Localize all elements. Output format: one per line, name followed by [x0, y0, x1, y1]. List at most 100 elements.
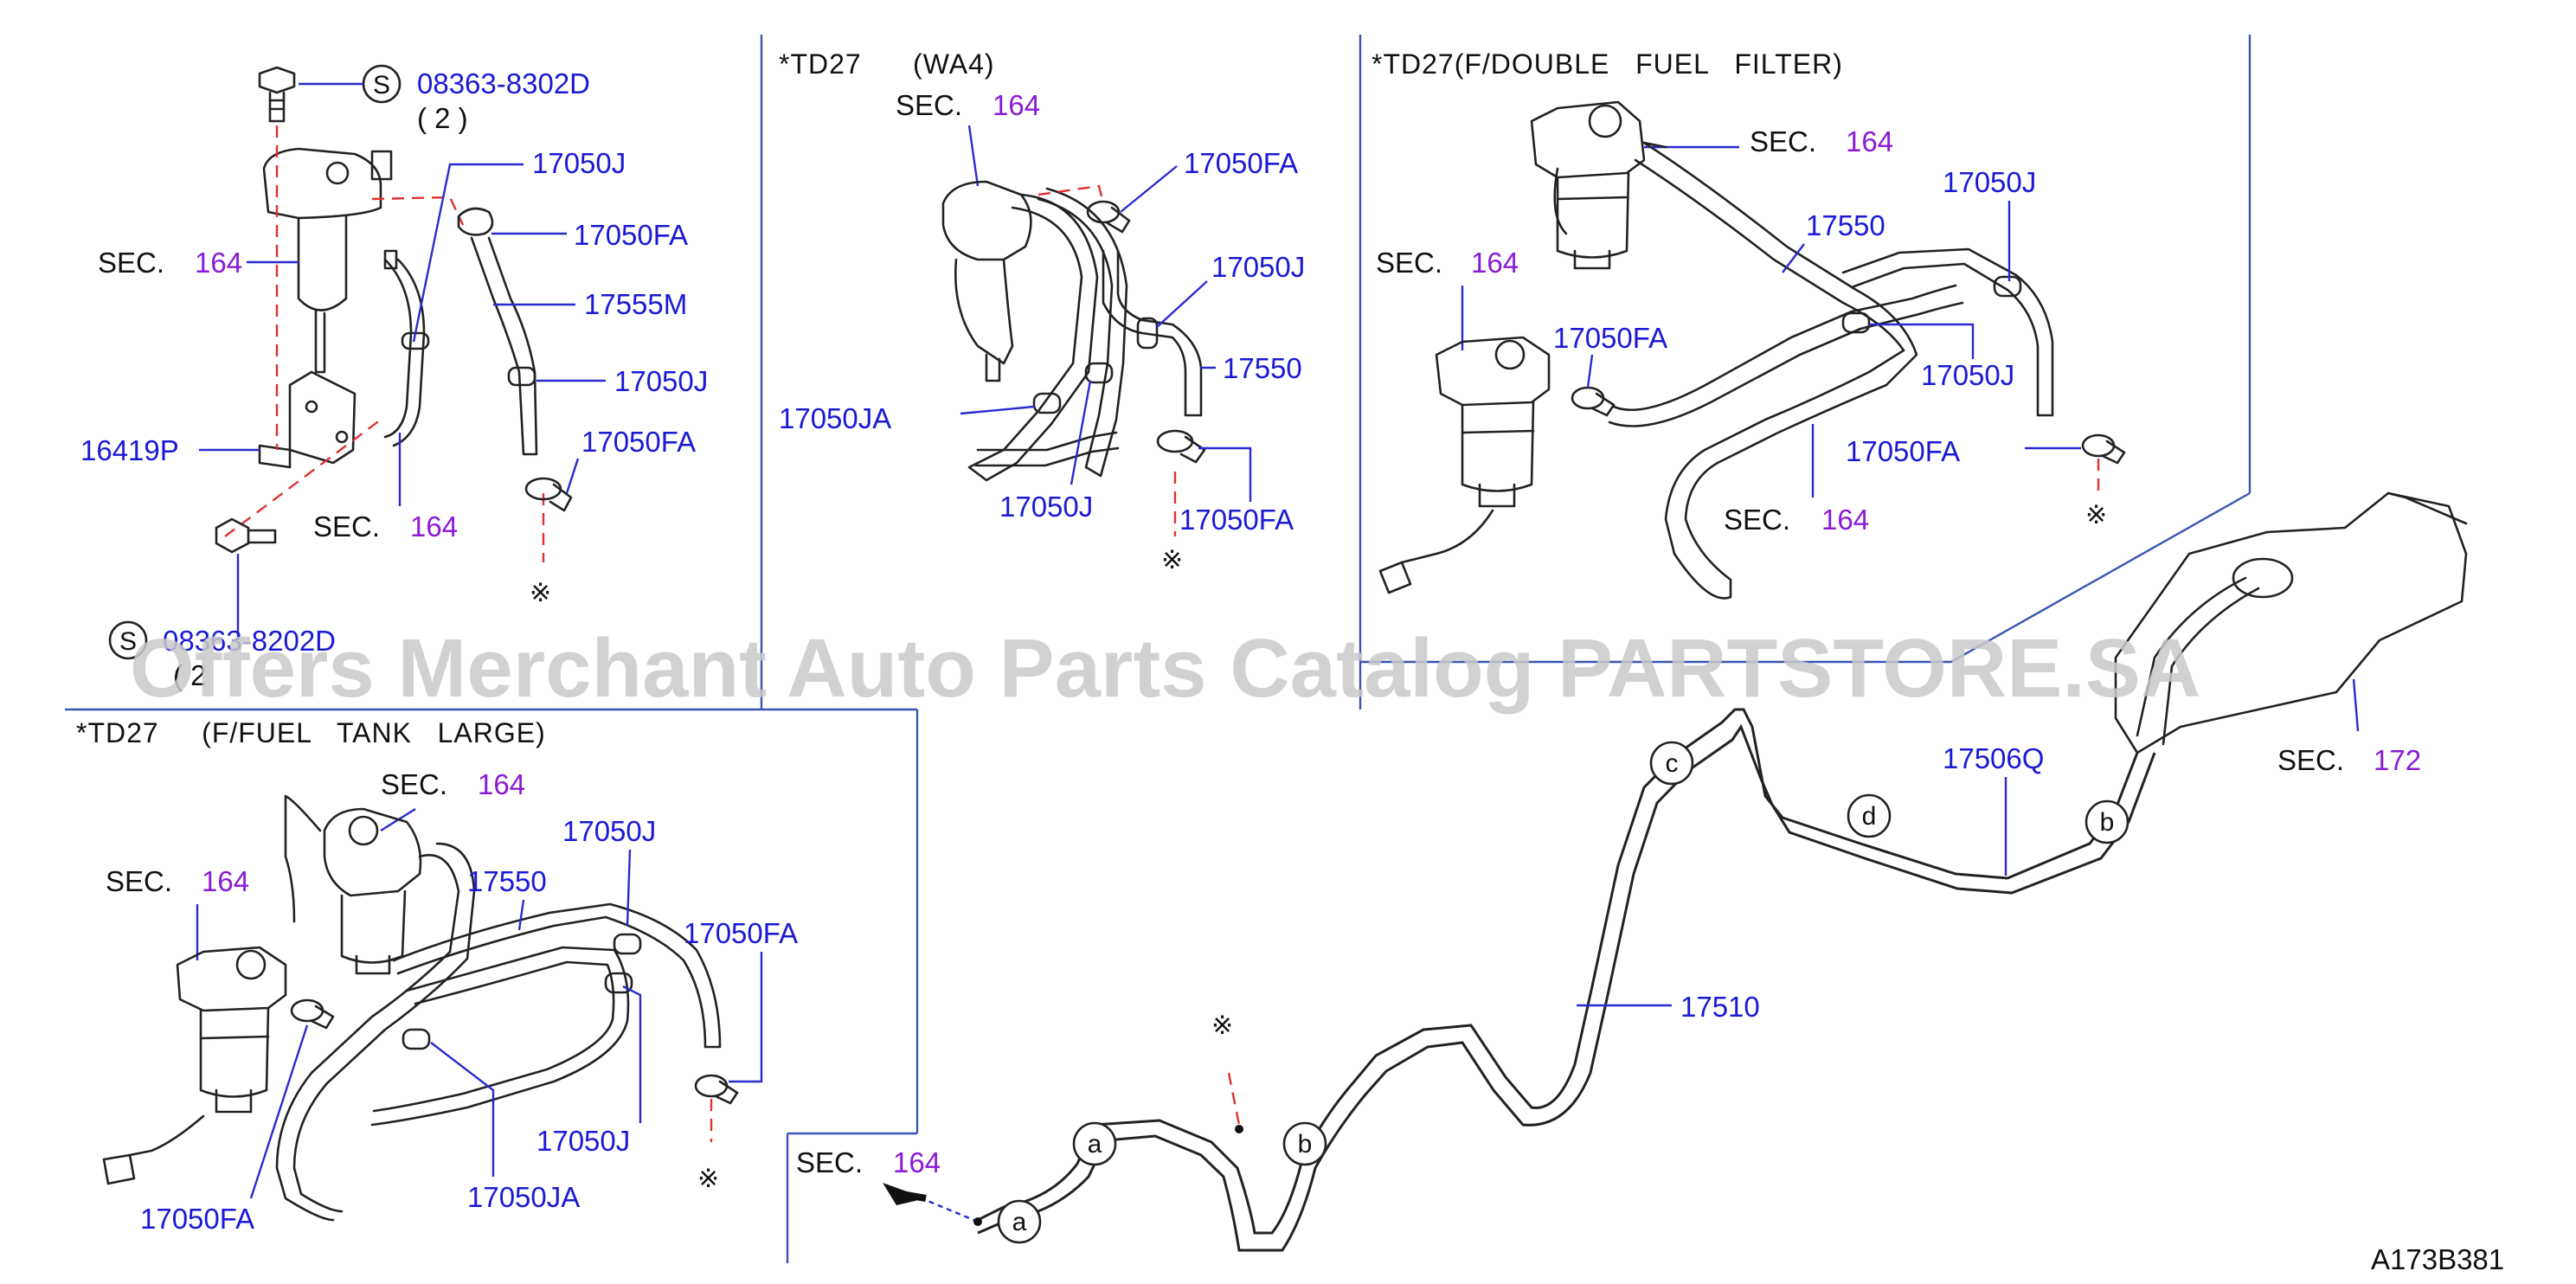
clip-icon — [694, 1074, 739, 1105]
part-number: 17050J — [536, 1125, 630, 1157]
part-number: 17510 — [1680, 991, 1760, 1023]
sec-number: 164 — [478, 768, 525, 800]
connection-dot — [973, 1217, 982, 1226]
connector-a-top: a — [1072, 1121, 1117, 1166]
sec-number: 164 — [1821, 504, 1869, 536]
leader — [626, 849, 632, 927]
leader — [430, 1042, 495, 1177]
part-number: 17050FA — [140, 1203, 254, 1235]
sec-number: 164 — [992, 89, 1040, 121]
svg-text:a: a — [1012, 1208, 1027, 1236]
bolt-bottom-icon — [215, 517, 277, 554]
sec-number: 164 — [202, 865, 249, 897]
leader — [565, 458, 580, 494]
leader — [1198, 446, 1252, 502]
part-number: 17050FA — [684, 917, 798, 949]
svg-text:b: b — [1298, 1130, 1313, 1159]
part-number: 17550 — [1223, 352, 1302, 384]
fuel-pipe-icon — [977, 708, 2156, 1252]
ref-mark: ※ — [1211, 1011, 1233, 1040]
connector-c: c — [1649, 741, 1694, 786]
leader — [1070, 380, 1092, 485]
part-number: 17050JA — [779, 402, 891, 434]
leader — [1586, 354, 1594, 388]
part-number: 17506Q — [1943, 742, 2044, 774]
part-number: 17550 — [1806, 209, 1885, 241]
part-number: 17050FA — [1846, 435, 1960, 467]
arrow-shaft — [890, 1189, 927, 1202]
bolt-bottom-number: 08363-8202D — [163, 625, 336, 657]
panel-header: *TD27 (F/FUEL TANK LARGE) — [76, 717, 546, 748]
dashed-link — [1037, 184, 1105, 204]
leader — [249, 1024, 309, 1199]
part-number: 17550 — [467, 865, 547, 897]
hose-icon — [967, 187, 1203, 482]
part-number: 17050J — [999, 491, 1093, 523]
bracket-icon — [258, 370, 357, 469]
sec-label: SEC. — [896, 89, 962, 121]
part-number: 17050J — [562, 815, 656, 847]
panel-frames — [65, 35, 2252, 1263]
part-number: 17050J — [532, 147, 626, 179]
dashed-link — [371, 196, 465, 226]
leader — [1869, 323, 1975, 359]
fuel-tank-icon — [2114, 491, 2468, 754]
connection-dot — [1235, 1125, 1243, 1133]
part-number: 17050FA — [581, 426, 696, 458]
leader — [1120, 165, 1178, 213]
hose-icon — [275, 794, 722, 1222]
part-number: 17050FA — [574, 219, 688, 251]
svg-text:b: b — [2100, 808, 2115, 837]
sec-number: 164 — [1471, 247, 1519, 279]
clip-icon — [1571, 386, 1616, 417]
fuel-filter-icon — [941, 180, 1032, 382]
hose-icon — [383, 207, 538, 456]
panel-top-right: *TD27(F/DOUBLE FUEL FILTER) SEC. 164 SEC… — [1372, 48, 2126, 600]
panel-header: *TD27(F/DOUBLE FUEL FILTER) — [1372, 48, 1843, 80]
sec-number: 164 — [195, 247, 242, 279]
bolt-top-icon — [258, 66, 296, 123]
leader — [729, 952, 763, 1083]
sec-label: SEC. — [796, 1146, 863, 1178]
panel-top-left: S 08363-8302D ( 2 ) — [80, 64, 708, 691]
sec-label: SEC. — [381, 768, 447, 800]
sec-number: 172 — [2374, 744, 2421, 776]
bolt-bottom-qty: ( 2 — [173, 659, 207, 691]
connector-b-left: b — [1282, 1121, 1327, 1166]
bolt-bottom-code: S — [119, 627, 137, 656]
panel-bottom-right: a a b c d b ※ SEC. 164 SE — [796, 491, 2468, 1252]
ref-mark: ※ — [530, 579, 551, 607]
leader — [960, 405, 1035, 415]
dashed-link — [1227, 1072, 1241, 1126]
clip-icon — [1156, 429, 1206, 464]
connector-a-bottom: a — [997, 1199, 1042, 1244]
part-number: 17050FA — [1179, 504, 1294, 536]
clip-icon — [290, 998, 335, 1030]
sec-number: 164 — [1846, 125, 1893, 157]
bolt-bottom-code-circle — [108, 620, 148, 660]
fuel-filter-icon — [323, 807, 422, 975]
part-number: 16419P — [80, 434, 179, 466]
ref-mark: ※ — [1161, 546, 1183, 575]
svg-text:a: a — [1088, 1130, 1102, 1159]
sec-number: 164 — [410, 510, 458, 542]
connector-b-right: b — [2085, 799, 2130, 844]
bolt-top-number: 08363-8302D — [417, 67, 590, 100]
leader — [2352, 678, 2360, 732]
leader — [916, 1195, 979, 1223]
bolt-top-code: S — [373, 71, 390, 100]
connector-d: d — [1847, 793, 1892, 838]
panel-top-middle: *TD27 (WA4) SEC. 164 ※ — [779, 48, 1305, 575]
fuel-filter-icon — [1530, 100, 1646, 270]
clip-icon — [2081, 433, 2126, 465]
panel-header: *TD27 (WA4) — [779, 48, 995, 80]
dashed-link — [224, 419, 382, 537]
fuel-filter-icon — [1378, 336, 1551, 594]
bolt-top-qty: ( 2 ) — [417, 102, 468, 134]
part-number: 17050J — [1921, 359, 2014, 391]
sec-label: SEC. — [1750, 125, 1816, 157]
part-number: 17050J — [1211, 251, 1305, 283]
fuel-filter-icon — [102, 946, 287, 1185]
sec-label: SEC. — [106, 865, 172, 897]
